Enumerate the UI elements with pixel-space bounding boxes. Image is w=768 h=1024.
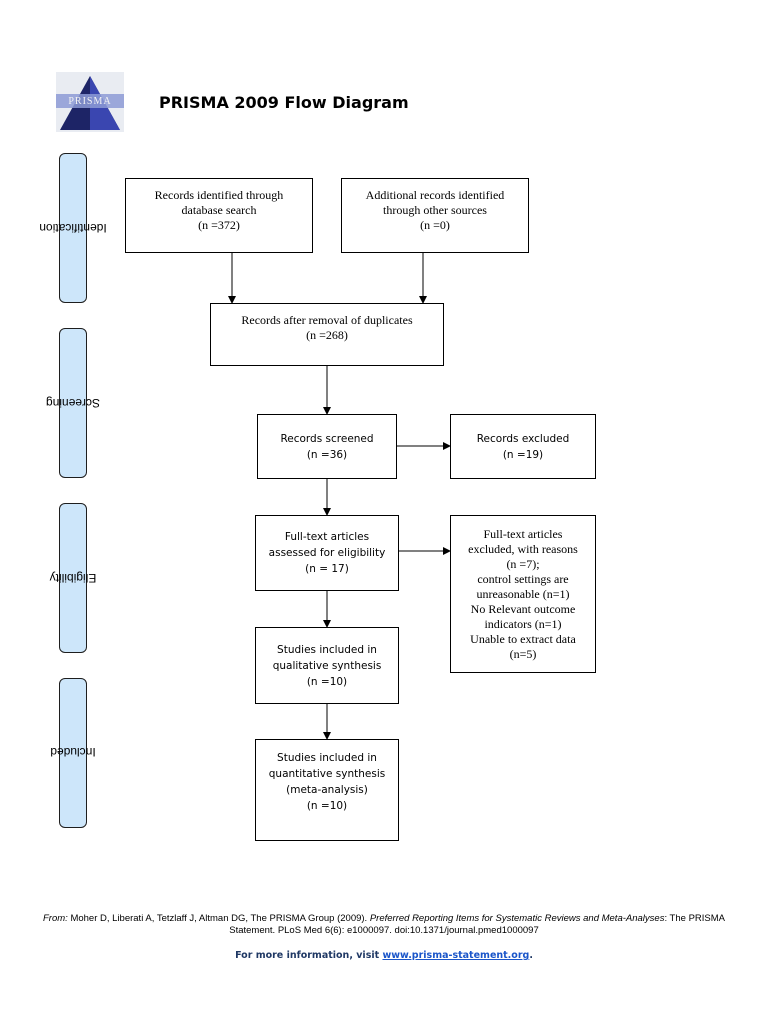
more-info-suffix: . [529, 950, 533, 961]
citation-title: Preferred Reporting Items for Systematic… [369, 913, 665, 924]
page-title: PRISMA 2009 Flow Diagram [159, 93, 409, 112]
full-text-excluded-box: Full-text articles excluded, with reason… [450, 515, 596, 673]
qualitative-synthesis-box: Studies included in qualitative synthesi… [255, 627, 399, 704]
citation: From: Moher D, Liberati A, Tetzlaff J, A… [40, 913, 728, 937]
records-identified-database-box: Records identified through database sear… [125, 178, 313, 253]
records-identified-other-box: Additional records identified through ot… [341, 178, 529, 253]
phase-included-panel [59, 678, 87, 828]
prisma-statement-link[interactable]: www.prisma-statement.org [382, 950, 530, 961]
more-info-prefix: For more information, visit [235, 950, 380, 961]
prisma-logo: PRISMA [56, 72, 124, 132]
records-after-duplicates-box: Records after removal of duplicates (n =… [210, 303, 444, 366]
records-excluded-box: Records excluded (n =19) [450, 414, 596, 479]
citation-from-label: From: [42, 913, 68, 924]
phase-eligibility-panel [59, 503, 87, 653]
phase-identification-panel [59, 153, 87, 303]
records-screened-box: Records screened (n =36) [257, 414, 397, 479]
phase-screening-panel [59, 328, 87, 478]
citation-authors: Moher D, Liberati A, Tetzlaff J, Altman … [70, 913, 368, 924]
citation-source: : The PRISMA Statement. PLoS Med 6(6): e… [229, 913, 725, 936]
logo-text: PRISMA [68, 96, 112, 107]
more-info: For more information, visit www.prisma-s… [0, 950, 768, 961]
full-text-assessed-box: Full-text articles assessed for eligibil… [255, 515, 399, 591]
quantitative-synthesis-box: Studies included in quantitative synthes… [255, 739, 399, 841]
